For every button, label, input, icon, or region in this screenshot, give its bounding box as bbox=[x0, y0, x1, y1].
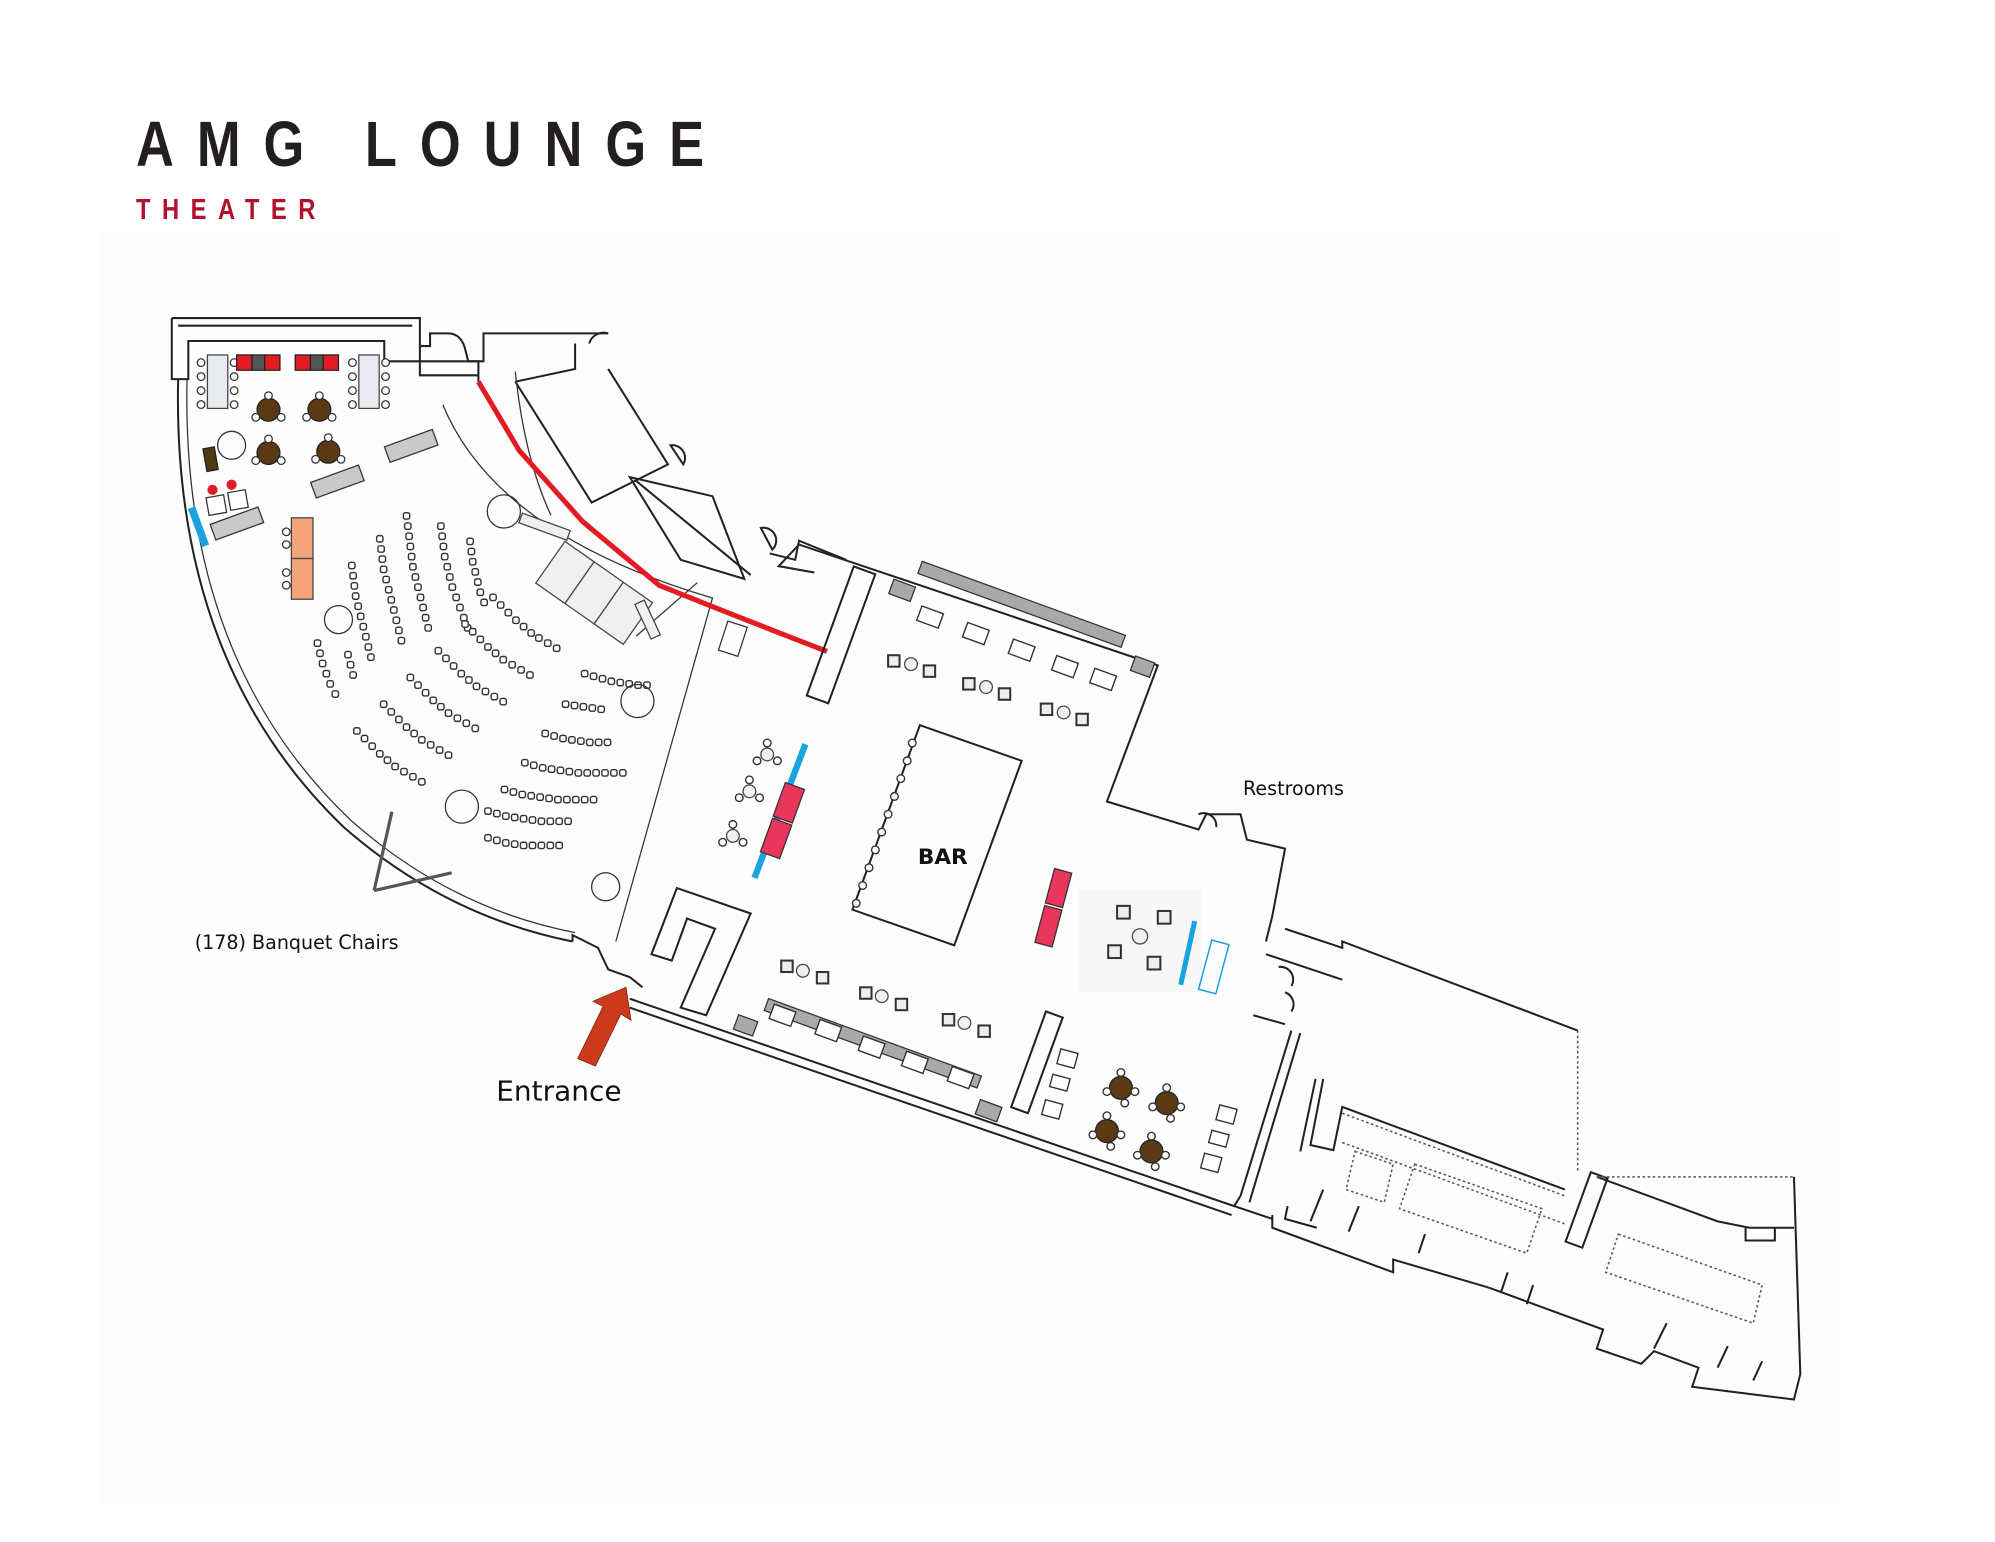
theater-boundary bbox=[442, 404, 714, 942]
service-counter bbox=[650, 886, 753, 1017]
stage-risers bbox=[486, 494, 749, 658]
projection-screen bbox=[372, 811, 453, 893]
bottom-dining bbox=[1040, 1047, 1238, 1174]
brown-round-tables bbox=[251, 391, 346, 466]
bar-right-lounge bbox=[1034, 867, 1230, 995]
bar-counter bbox=[851, 723, 1023, 947]
vip-lounge bbox=[187, 354, 439, 600]
floorplan-background bbox=[100, 232, 1840, 1502]
bar-left-lounge bbox=[718, 738, 809, 880]
annex-walls bbox=[1271, 927, 1802, 1401]
theater-walls bbox=[170, 317, 1235, 1216]
bar-label: BAR bbox=[918, 845, 968, 870]
restrooms-label: Restrooms bbox=[1243, 778, 1344, 800]
theater-seating bbox=[313, 512, 655, 902]
banquet-chairs-label: (178) Banquet Chairs bbox=[195, 932, 399, 954]
bar-room-walls bbox=[776, 543, 1343, 1220]
stage-curtain bbox=[476, 380, 828, 654]
page-title: AMG LOUNGE bbox=[136, 108, 728, 180]
top-banquette bbox=[887, 560, 1156, 727]
brown-round-tables-lounge bbox=[1088, 1068, 1186, 1172]
page-subtitle: THEATER bbox=[136, 194, 327, 226]
header: AMG LOUNGE THEATER bbox=[136, 112, 857, 225]
entrance-label: Entrance bbox=[496, 1075, 621, 1108]
bottom-banquette bbox=[732, 959, 1003, 1123]
entrance-arrow bbox=[577, 986, 632, 1067]
backstage bbox=[514, 331, 847, 637]
